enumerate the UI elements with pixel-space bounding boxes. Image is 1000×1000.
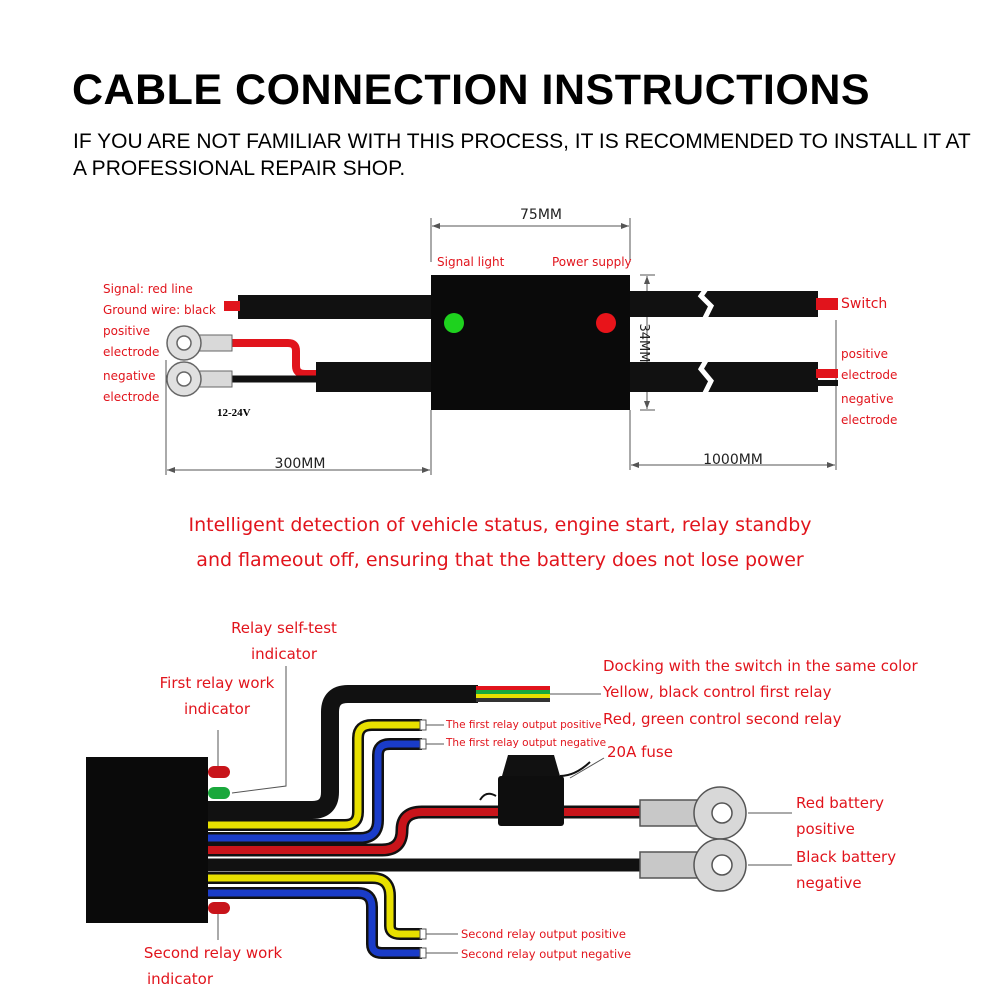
description-text: Intelligent detection of vehicle status,… xyxy=(188,514,812,571)
ring-terminal-black-battery xyxy=(639,838,747,892)
negative-label: negative xyxy=(103,369,155,383)
power-supply-led xyxy=(596,313,616,333)
page-title: CABLE CONNECTION INSTRUCTIONS xyxy=(72,66,871,114)
first-out-pos-label: The first relay output positive xyxy=(445,719,601,731)
ring-terminal-negative xyxy=(166,361,233,397)
first-out-neg-label: The first relay output negative xyxy=(445,737,606,749)
docking-label: Docking with the switch in the same colo… xyxy=(603,657,918,675)
dim-right-label: 1000MM xyxy=(703,452,763,468)
top-module-diagram: 75MM 34MM 300MM 1000MM xyxy=(103,207,897,475)
right-positive-electrode-label: electrode xyxy=(841,368,897,382)
control-wire-tips xyxy=(476,686,550,702)
power-cable-right xyxy=(630,362,818,392)
pointer-lines xyxy=(217,666,792,954)
relay-self-test-label-1: Relay self-test xyxy=(231,619,337,637)
ring-terminal-red-battery xyxy=(639,786,747,840)
positive-red-wire xyxy=(194,339,320,378)
fuse-holder xyxy=(479,755,591,826)
positive-label: positive xyxy=(103,324,150,338)
voltage-label: 12-24V xyxy=(217,407,251,419)
switch-wire-tip xyxy=(816,298,838,310)
positive-electrode-label: electrode xyxy=(103,345,159,359)
power-supply-label: Power supply xyxy=(552,255,632,269)
right-positive-tip xyxy=(816,369,838,378)
relay-wires xyxy=(206,685,650,959)
relay-indicator-leds xyxy=(208,766,230,914)
second-out-pos-label: Second relay output positive xyxy=(461,927,626,941)
second-relay-label-2: indicator xyxy=(147,970,214,988)
red-battery-label-2: positive xyxy=(796,820,855,838)
bottom-relay-diagram: Relay self-test indicator First relay wo… xyxy=(86,619,918,988)
first-relay-label-2: indicator xyxy=(184,700,251,718)
negative-electrode-label: electrode xyxy=(103,390,159,404)
signal-cable-left xyxy=(238,295,432,319)
right-negative-tip xyxy=(816,380,838,386)
right-negative-label: negative xyxy=(841,392,893,406)
dim-height-label: 34MM xyxy=(636,324,651,363)
signal-light-led xyxy=(444,313,464,333)
signal-light-label: Signal light xyxy=(437,255,505,269)
module-box xyxy=(431,275,630,410)
ground-wire-label: Ground wire: black xyxy=(103,303,216,317)
red-battery-label-1: Red battery xyxy=(796,794,884,812)
power-cable-left xyxy=(316,362,432,392)
dim-width-label: 75MM xyxy=(520,207,562,223)
wire-end-caps xyxy=(419,719,427,959)
red-green-label: Red, green control second relay xyxy=(603,710,842,728)
signal-red-line-label: Signal: red line xyxy=(103,282,193,296)
page-subtitle: IF YOU ARE NOT FAMILIAR WITH THIS PROCES… xyxy=(73,130,971,180)
right-negative-electrode-label: electrode xyxy=(841,413,897,427)
relay-self-test-label-2: indicator xyxy=(251,645,318,663)
second-out-neg-label: Second relay output negative xyxy=(461,947,631,961)
second-relay-label-1: Second relay work xyxy=(144,944,283,962)
switch-label: Switch xyxy=(841,296,887,312)
fuse-label: 20A fuse xyxy=(607,743,673,761)
relay-box xyxy=(86,757,208,923)
dim-left-label: 300MM xyxy=(275,456,326,472)
first-relay-label-1: First relay work xyxy=(160,674,275,692)
black-battery-label-1: Black battery xyxy=(796,848,896,866)
signal-wire-tip xyxy=(224,301,240,311)
switch-cable xyxy=(630,291,818,317)
ring-terminal-positive xyxy=(166,325,233,361)
yellow-black-label: Yellow, black control first relay xyxy=(602,683,832,701)
right-positive-label: positive xyxy=(841,347,888,361)
dimension-arrows xyxy=(167,223,835,473)
black-battery-label-2: negative xyxy=(796,874,862,892)
cable-break-marks xyxy=(697,284,715,399)
